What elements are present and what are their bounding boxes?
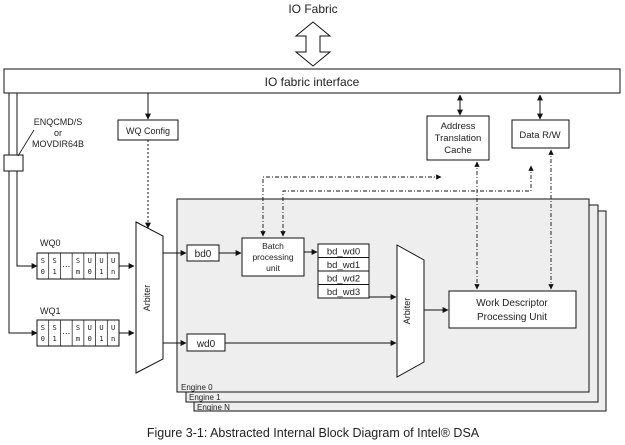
atc-box xyxy=(426,115,490,161)
wq0-slot-top: U xyxy=(111,257,115,265)
wq1-slot-top: U xyxy=(88,324,92,332)
wq1-ellipsis: ⋯ xyxy=(62,329,70,338)
left-arbiter-label: Arbiter xyxy=(142,285,152,312)
wq1-slot-bottom: 0 xyxy=(41,335,45,343)
wq1-slot-bottom: m xyxy=(76,335,80,343)
wq0-slot-bottom: 1 xyxy=(99,268,103,276)
batch-unit-box xyxy=(241,237,305,277)
engine-n-label: Engine N xyxy=(197,403,230,412)
atc-label-3: Cache xyxy=(444,145,471,156)
wq1-slot-top: S xyxy=(76,324,80,332)
wq0-slot-bottom: m xyxy=(76,268,80,276)
wq0-slot-top: S xyxy=(76,257,80,265)
figure-caption: Figure 3-1: Abstracted Internal Block Di… xyxy=(147,426,480,440)
data-rw-label: Data R/W xyxy=(519,130,560,141)
enqcmd-pointer xyxy=(17,129,35,157)
engine-0-label: Engine 0 xyxy=(181,383,213,392)
wq1-slot-bottom: n xyxy=(111,335,115,343)
wq0-ellipsis: ⋯ xyxy=(62,262,70,271)
enqcmd-mux-box xyxy=(3,154,24,172)
io-fabric-double-arrow xyxy=(294,21,332,67)
wq0-slot-bottom: 1 xyxy=(52,268,56,276)
wdpu-box xyxy=(448,290,577,329)
wq0-slot-bottom: n xyxy=(111,268,115,276)
bd-wd-label: bd_wd0 xyxy=(327,247,360,258)
wq1-slot-top: S xyxy=(41,324,45,332)
wq0-outline xyxy=(36,252,120,280)
left-arbiter xyxy=(135,221,164,374)
wq1-label: WQ1 xyxy=(40,306,61,316)
io-fabric-interface-bar xyxy=(3,68,621,94)
wq0-slot-top: U xyxy=(88,257,92,265)
wq1-slot-top: S xyxy=(52,324,56,332)
datarw-to-batch-dashed xyxy=(280,165,534,237)
batch-label-2: processing xyxy=(252,252,293,262)
wd0-label: wd0 xyxy=(196,339,216,350)
wq1-slot-bottom: 1 xyxy=(99,335,103,343)
bd-wd-stack: bd_wd0 bd_wd1 bd_wd2 bd_wd3 xyxy=(317,243,370,299)
data-rw-box xyxy=(511,119,570,149)
movdir-label: MOVDIR64B xyxy=(32,139,84,149)
io-fabric-interface-label: IO fabric interface xyxy=(265,75,360,89)
enqcmd-label: ENQCMD/S xyxy=(34,117,83,127)
batch-label-3: unit xyxy=(266,263,280,273)
wq-config-label: WQ Config xyxy=(126,126,170,136)
bd-wd-label: bd_wd3 xyxy=(327,287,360,298)
bd-wd-slot xyxy=(317,284,370,299)
bd-wd-label: bd_wd2 xyxy=(327,274,360,285)
engine-1-label: Engine 1 xyxy=(189,393,221,402)
wq0-slot-bottom: 0 xyxy=(88,268,92,276)
right-arbiter xyxy=(396,244,425,378)
wq1-slot-bottom: 0 xyxy=(88,335,92,343)
atc-label-2: Translation xyxy=(435,133,482,144)
wq1-slot-bottom: 1 xyxy=(52,335,56,343)
wq1-slot-top: U xyxy=(111,324,115,332)
mux-to-wq0-line xyxy=(16,171,38,269)
bd-wd-label: bd_wd1 xyxy=(327,260,360,271)
wq1-slot-top: U xyxy=(99,324,103,332)
atc-label-1: Address xyxy=(441,121,476,132)
wq0-slot-top: S xyxy=(41,257,45,265)
wq0-slot-top: U xyxy=(99,257,103,265)
wq0-slot-top: S xyxy=(52,257,56,265)
wdpu-label-2: Processing Unit xyxy=(477,312,547,323)
or-label: or xyxy=(54,128,62,138)
wq0-slot-bottom: 0 xyxy=(41,268,45,276)
atc-to-batch-dashed xyxy=(260,174,442,237)
io-fabric-label: IO Fabric xyxy=(288,2,337,16)
bd0-label: bd0 xyxy=(195,249,212,260)
mux-to-wq1-line xyxy=(8,171,38,336)
wdpu-label-1: Work Descriptor xyxy=(476,298,548,309)
batch-label-1: Batch xyxy=(262,241,284,251)
right-arbiter-label: Arbiter xyxy=(402,298,412,325)
wq0-label: WQ0 xyxy=(40,238,61,248)
